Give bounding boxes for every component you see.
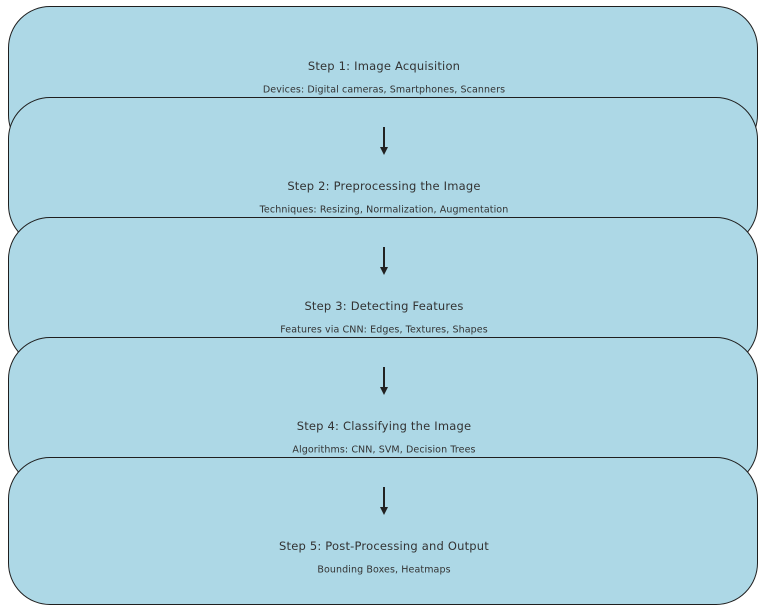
- step-4-subtitle: Algorithms: CNN, SVM, Decision Trees: [292, 444, 476, 456]
- arrow-shaft: [383, 127, 385, 147]
- arrow-head: [380, 507, 388, 515]
- arrow-head: [380, 267, 388, 275]
- step-5-subtitle: Bounding Boxes, Heatmaps: [317, 564, 451, 576]
- step-2-subtitle: Techniques: Resizing, Normalization, Aug…: [259, 204, 509, 216]
- step-2-title: Step 2: Preprocessing the Image: [287, 179, 481, 193]
- arrow-shaft: [383, 487, 385, 507]
- arrow-shaft: [383, 367, 385, 387]
- step-5-box: [8, 457, 758, 605]
- step-1-title: Step 1: Image Acquisition: [307, 59, 461, 73]
- arrow-shaft: [383, 247, 385, 267]
- step-1-subtitle: Devices: Digital cameras, Smartphones, S…: [262, 84, 506, 96]
- step-5-title: Step 5: Post-Processing and Output: [279, 539, 489, 553]
- step-3-title: Step 3: Detecting Features: [304, 299, 464, 313]
- step-4-title: Step 4: Classifying the Image: [296, 419, 472, 433]
- step-3-subtitle: Features via CNN: Edges, Textures, Shape…: [280, 324, 488, 336]
- arrow-head: [380, 147, 388, 155]
- arrow-head: [380, 387, 388, 395]
